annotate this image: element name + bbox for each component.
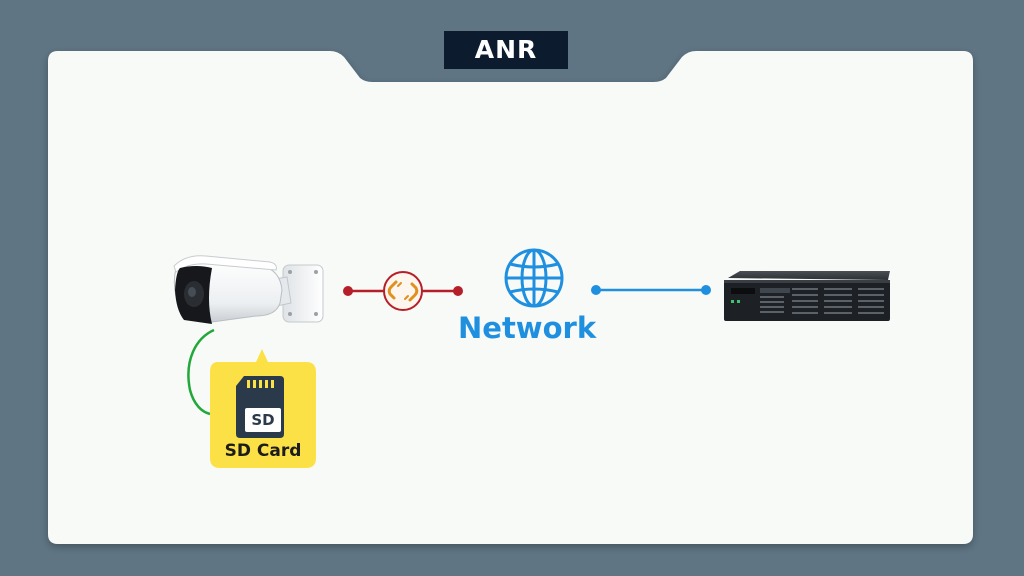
sd-chip-text: SD xyxy=(251,411,275,429)
broken-connection xyxy=(343,271,463,311)
sd-card-callout xyxy=(210,349,316,468)
nvr-icon xyxy=(724,271,890,321)
broken-link-icon xyxy=(383,271,423,311)
title-badge: ANR xyxy=(444,31,568,69)
network-label: Network xyxy=(458,311,597,345)
globe-icon xyxy=(504,248,564,308)
camera-icon xyxy=(173,255,324,416)
sd-card-icon xyxy=(236,376,284,438)
sd-card-label: SD Card xyxy=(224,441,302,461)
network-connection xyxy=(591,285,711,295)
